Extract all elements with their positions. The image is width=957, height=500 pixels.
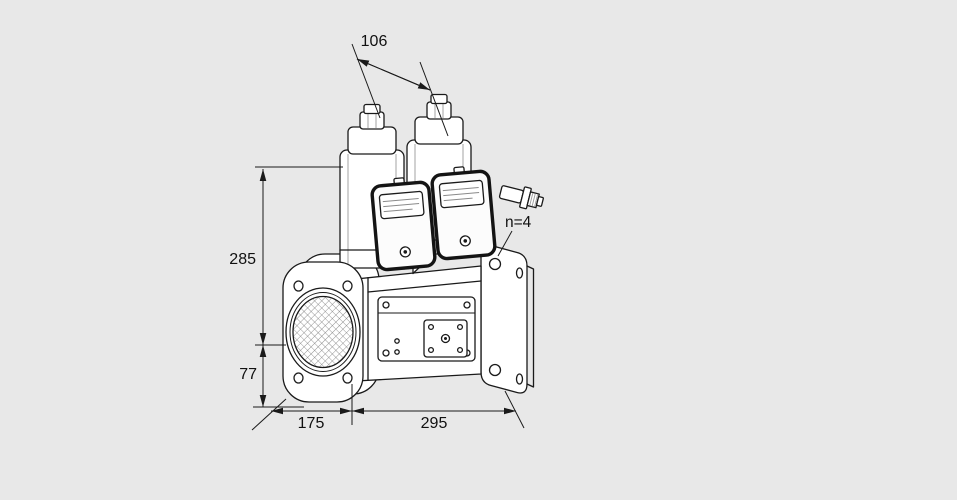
bolt-count-label: n=4 bbox=[505, 214, 532, 231]
test-point-fitting bbox=[498, 185, 544, 210]
flange-bolt-hole bbox=[293, 372, 304, 384]
terminal-box-left bbox=[370, 177, 437, 272]
terminal-box-right bbox=[430, 166, 497, 261]
flange-bolt-hole bbox=[515, 267, 524, 279]
flange-bolt-hole bbox=[293, 280, 304, 292]
right-flange bbox=[480, 244, 535, 394]
valve-body bbox=[355, 253, 482, 382]
coil-top-nut bbox=[430, 93, 448, 105]
dimension-lines: 106 285 77 175 295 bbox=[229, 33, 525, 432]
flange-bolt-hole bbox=[488, 257, 502, 271]
flange-bolt-hole bbox=[342, 372, 353, 384]
flange-bolt-hole bbox=[515, 373, 524, 385]
left-flange bbox=[282, 261, 364, 403]
dim-295-label: 295 bbox=[421, 415, 448, 432]
bolt-count-callout: n=4 bbox=[497, 214, 532, 257]
flange-bolt-hole bbox=[342, 280, 353, 292]
control-block bbox=[377, 296, 476, 362]
inlet-strainer-mesh bbox=[292, 295, 354, 369]
dim-106-label: 106 bbox=[361, 33, 388, 50]
dim-285-label: 285 bbox=[229, 251, 256, 268]
flange-bolt-hole bbox=[488, 363, 502, 377]
dim-77-label: 77 bbox=[239, 366, 257, 383]
dim-175-label: 175 bbox=[298, 415, 325, 432]
